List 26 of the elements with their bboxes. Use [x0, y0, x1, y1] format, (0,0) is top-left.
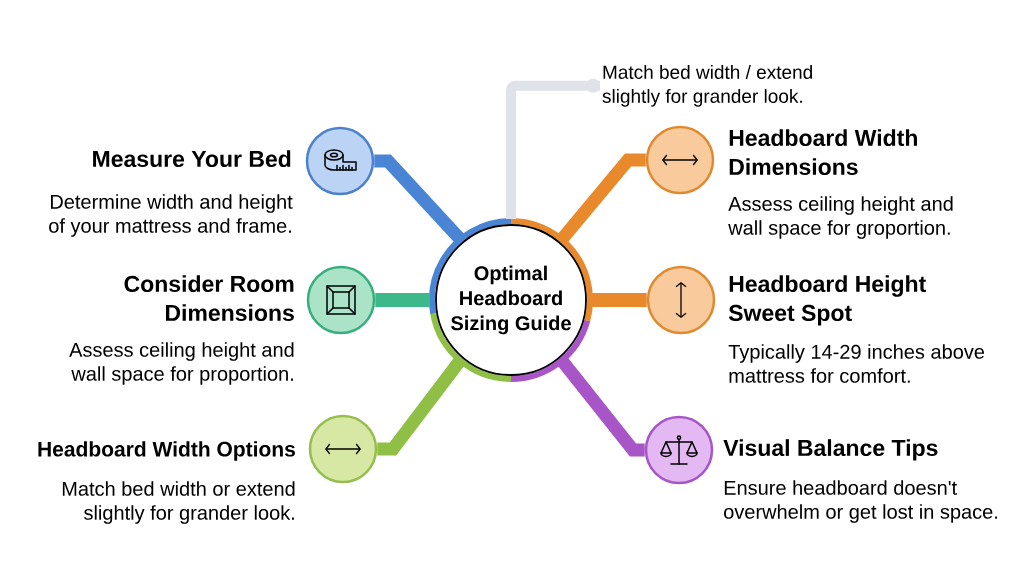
icon-circle — [645, 125, 715, 195]
branch-line — [558, 153, 646, 243]
description: Determine width and height of your mattress and frame. — [49, 194, 293, 237]
icon-circle — [306, 265, 376, 335]
branch-line — [375, 293, 430, 307]
icon-circle — [644, 415, 714, 485]
branch-line — [374, 154, 464, 243]
note-text: Match bed width / extend slightly for grander look. — [602, 65, 812, 107]
description: Assess ceiling height and wall space for groportion. — [728, 196, 953, 239]
description: Assess ceiling height and wall space for proportion. — [69, 342, 294, 385]
description: Ensure headboard doesn't overwhelm or get lost in space. — [724, 480, 997, 523]
heading: Measure Your Bed — [93, 150, 291, 168]
icon-circle — [305, 126, 375, 196]
branch-line — [377, 358, 465, 456]
description: Match bed width or extend slightly for grander look. — [62, 481, 295, 524]
icon-circle — [308, 414, 378, 484]
heading: Headboard Width Dimensions — [729, 129, 917, 176]
leader-line — [506, 78, 600, 219]
branch-line — [557, 358, 645, 457]
heading: Headboard Height Sweet Spot — [728, 275, 926, 326]
heading: Headboard Width Options — [38, 441, 295, 461]
heading: Consider Room Dimensions — [124, 275, 294, 322]
description: Typically 14-29 inches above mattress for comfort. — [728, 344, 985, 383]
icon-circle — [646, 265, 716, 335]
branch-line — [592, 293, 647, 307]
heading: Visual Balance Tips — [723, 439, 938, 461]
